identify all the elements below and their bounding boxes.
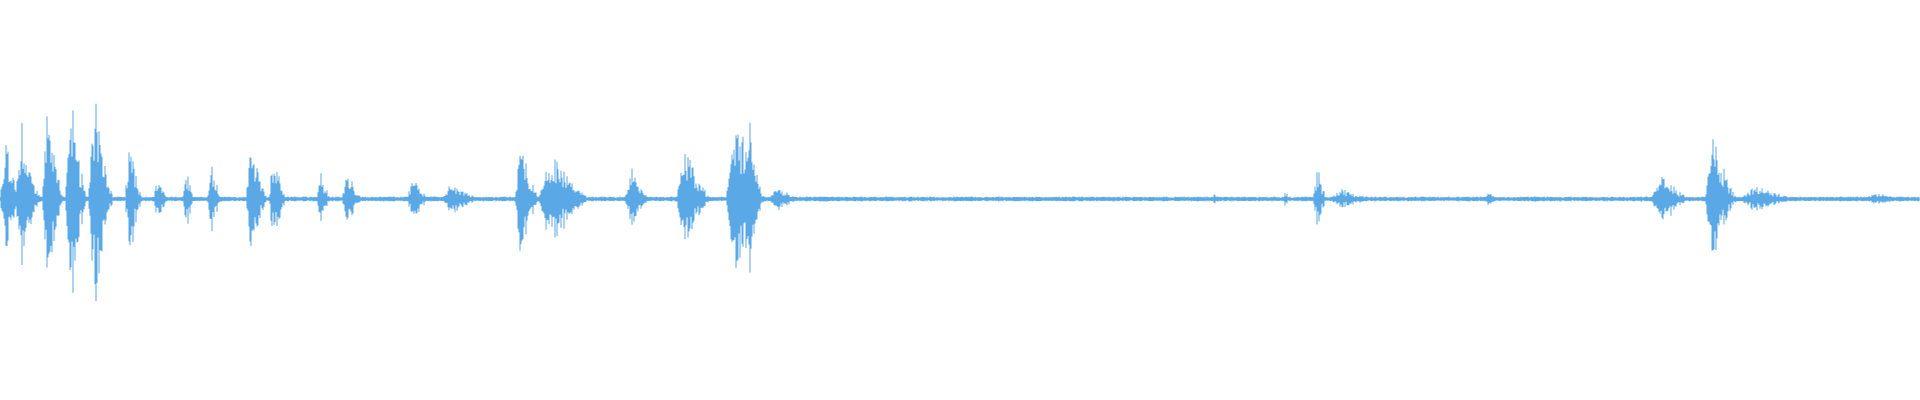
waveform-bars <box>0 103 1920 302</box>
waveform-path <box>0 103 1920 302</box>
